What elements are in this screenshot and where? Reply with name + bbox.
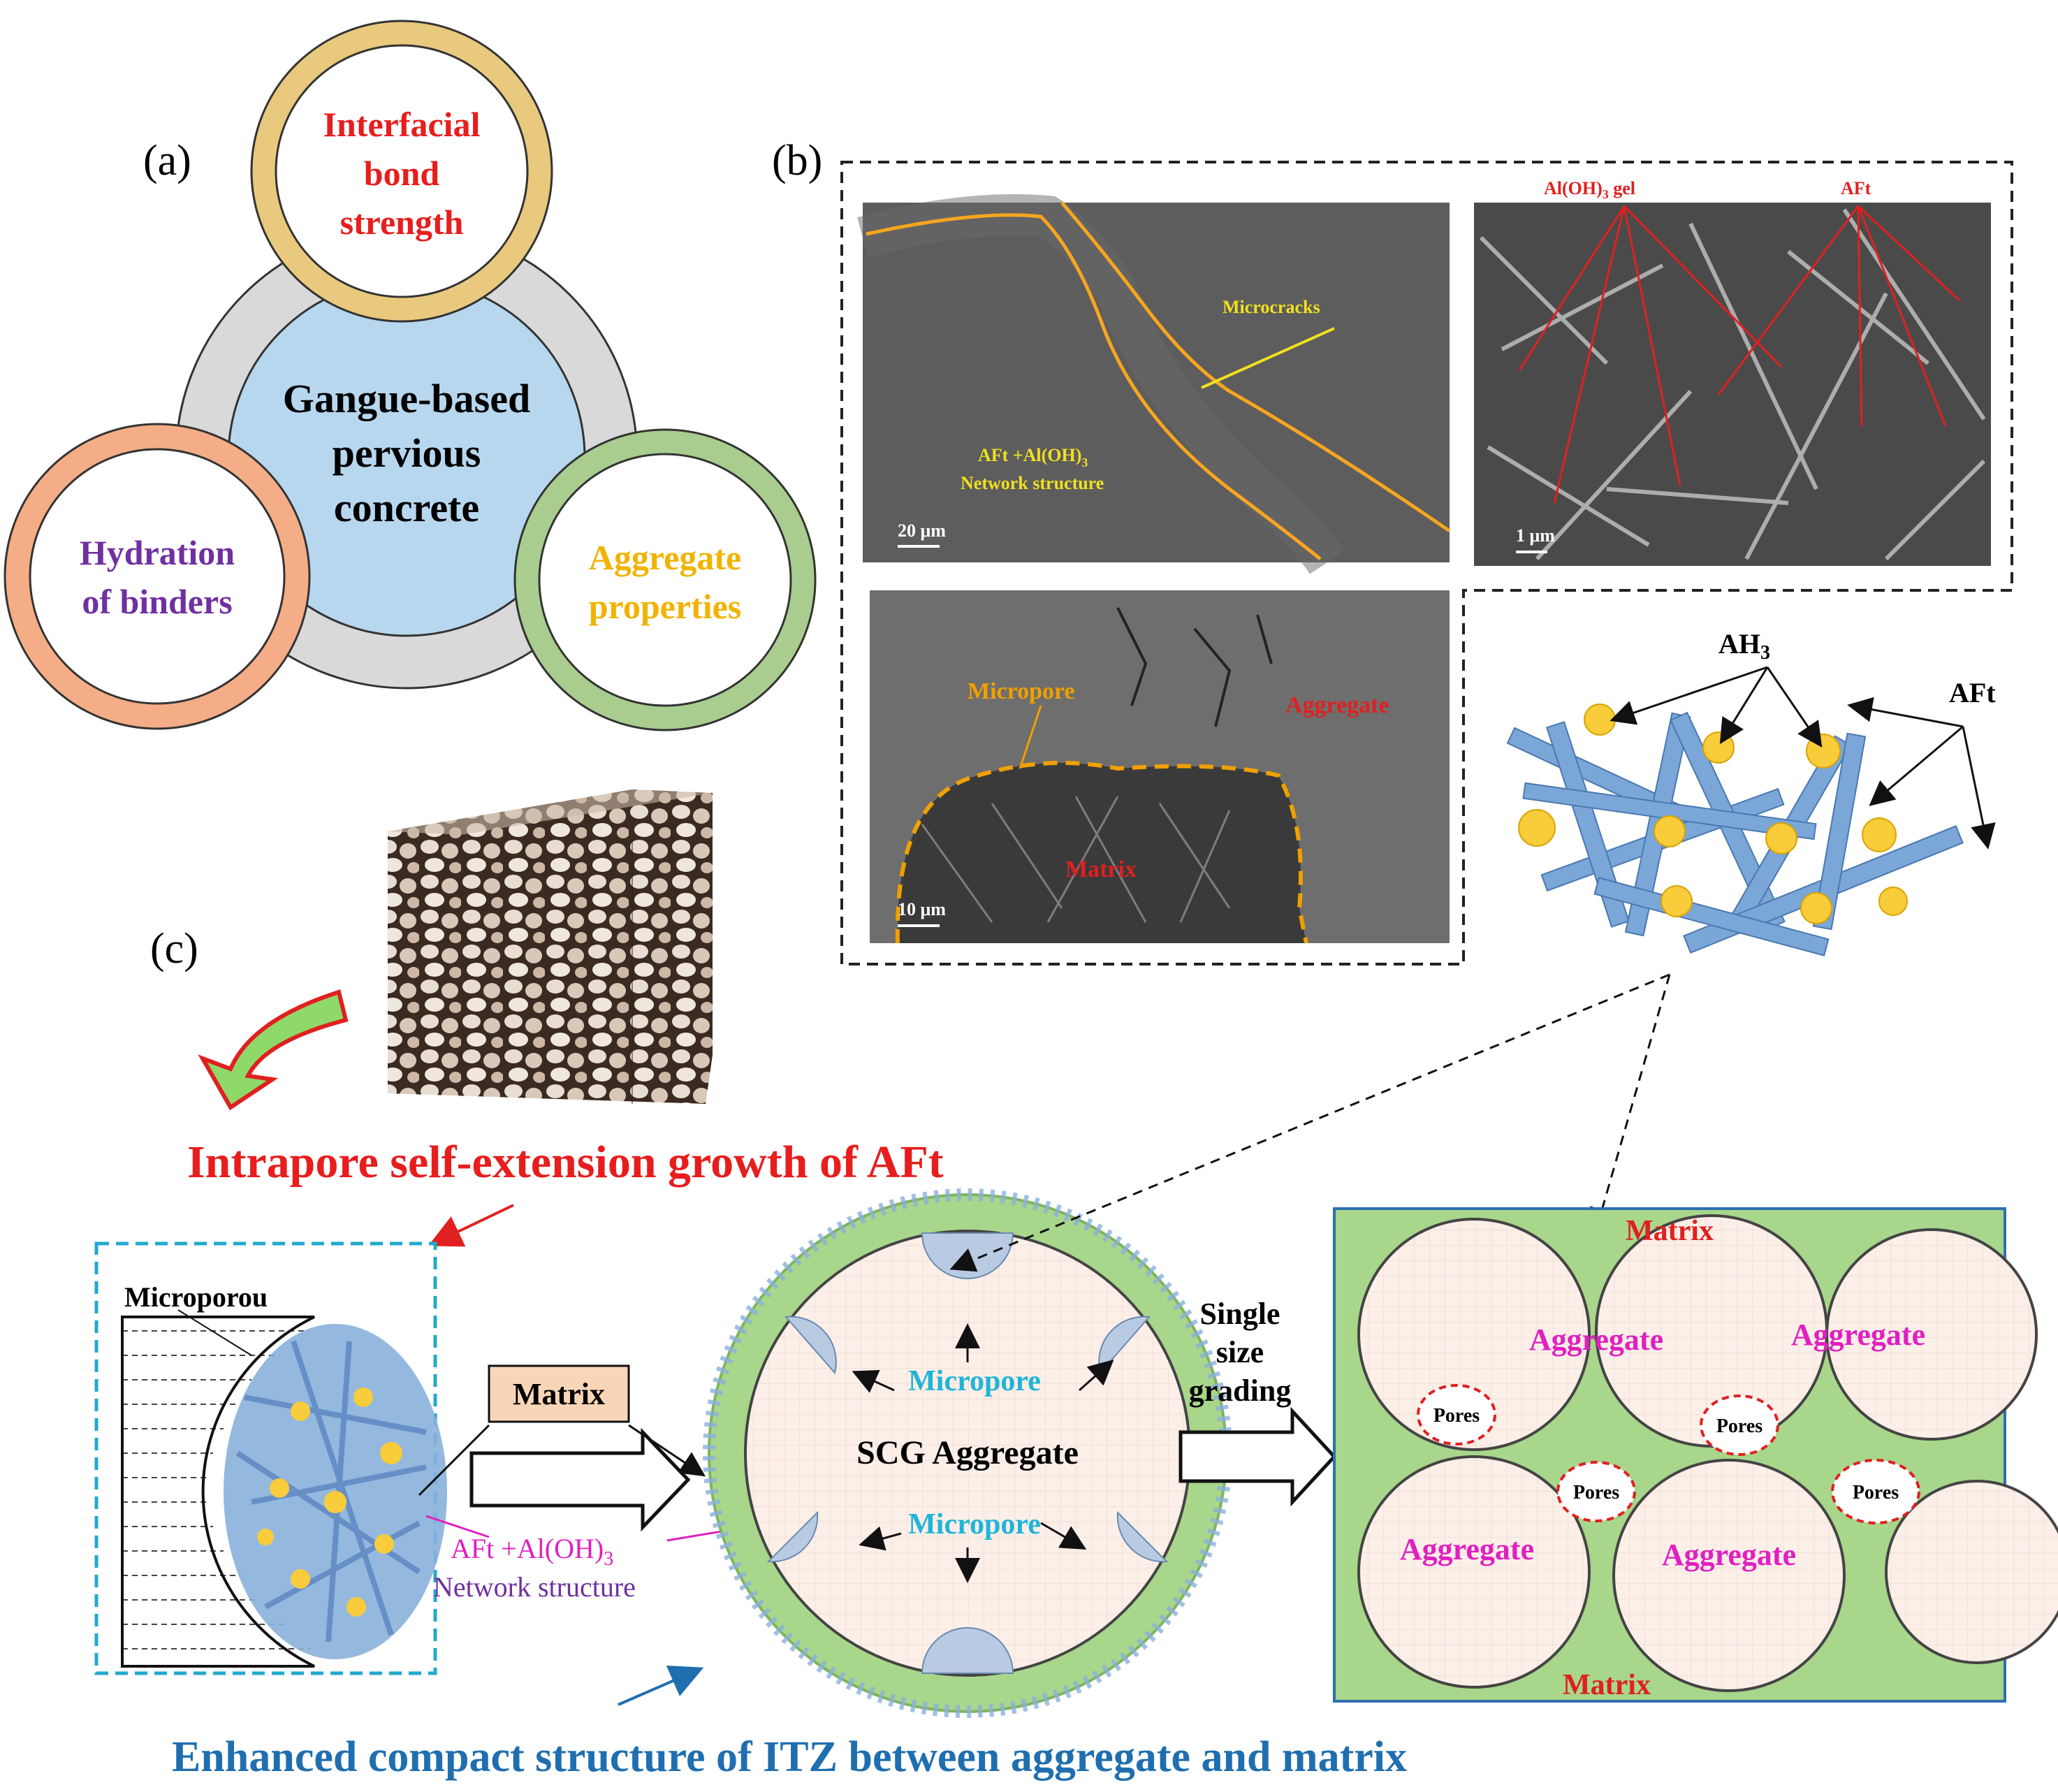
panel-b-dashed-frame bbox=[840, 161, 2013, 966]
sem3-scale: 10 μm bbox=[898, 899, 946, 919]
center-text-1: Gangue-based bbox=[283, 376, 531, 421]
grading-1: Single bbox=[1200, 1297, 1280, 1331]
microporous-box: Microporou bbox=[94, 1241, 447, 1675]
pores-1: Pores bbox=[1433, 1405, 1480, 1427]
scg-label: SCG Aggregate bbox=[856, 1434, 1079, 1471]
left-text-2: of binders bbox=[82, 582, 232, 621]
sem2-gel: Al(OH)3 gel bbox=[1544, 178, 1635, 201]
concrete-cube bbox=[388, 789, 713, 1104]
top-text-1: Interfacial bbox=[323, 105, 481, 144]
title-red: Intrapore self-extension growth of AFt bbox=[187, 1137, 944, 1188]
schematic-aft: AFt bbox=[1949, 677, 1996, 708]
right-text-1: Aggregate bbox=[589, 538, 741, 577]
sem-image-1: Microcracks AFt +Al(OH)3 Network structu… bbox=[857, 194, 1451, 574]
top-text-3: strength bbox=[340, 203, 464, 242]
sem3-matrix: Matrix bbox=[1065, 857, 1137, 882]
aggregate-grid: Matrix Matrix Aggregate Aggregate Aggreg… bbox=[1333, 1207, 2058, 1703]
c-network-2: Network structure bbox=[433, 1571, 636, 1603]
outline-arrow-2 bbox=[1178, 1406, 1337, 1507]
c-network-1: AFt +Al(OH)3 bbox=[451, 1533, 613, 1570]
scg-aggregate: Micropore SCG Aggregate Micropore bbox=[703, 1188, 1232, 1718]
grid-matrix-top: Matrix bbox=[1626, 1215, 1714, 1247]
sem2-scale: 1 μm bbox=[1516, 525, 1555, 546]
right-inner bbox=[538, 453, 792, 707]
sem3-aggregate: Aggregate bbox=[1285, 692, 1389, 718]
pores-3: Pores bbox=[1573, 1482, 1619, 1503]
top-text-2: bond bbox=[364, 154, 440, 193]
microporous-label: Microporou bbox=[124, 1281, 268, 1313]
sem1-scale: 20 μm bbox=[898, 520, 946, 541]
sem1-network-1: AFt +Al(OH)3 bbox=[978, 445, 1088, 469]
title-blue: Enhanced compact structure of ITZ betwee… bbox=[172, 1733, 1407, 1781]
right-text-2: properties bbox=[589, 587, 741, 626]
grid-matrix-bottom: Matrix bbox=[1563, 1669, 1651, 1701]
grid-aggregate-4: Aggregate bbox=[1662, 1538, 1796, 1572]
top-inner bbox=[275, 44, 529, 298]
curved-arrow bbox=[198, 989, 349, 1111]
panel-a: (a) Gangue-based pervious concrete Inter… bbox=[3, 20, 817, 731]
grading-2: size bbox=[1216, 1335, 1264, 1369]
micropore-top: Micropore bbox=[908, 1365, 1041, 1397]
panel-c-label: (c) bbox=[150, 925, 198, 973]
left-inner bbox=[29, 448, 286, 705]
matrix-box-label: Matrix bbox=[513, 1377, 605, 1411]
grid-aggregate-2: Aggregate bbox=[1791, 1318, 1925, 1352]
sem1-network-2: Network structure bbox=[961, 473, 1104, 493]
sem-image-3: Micropore Aggregate Matrix 10 μm bbox=[870, 590, 1450, 944]
schematic-ah3: AH3 bbox=[1718, 628, 1770, 664]
micropore-bottom: Micropore bbox=[908, 1508, 1041, 1540]
panel-a-label: (a) bbox=[143, 137, 191, 184]
sem1-microcracks: Microcracks bbox=[1223, 297, 1320, 317]
panel-c: (c) Intrapore self-extension growth of A… bbox=[94, 789, 2058, 1781]
pores-2: Pores bbox=[1716, 1415, 1763, 1437]
panel-b: (b) Microcracks AFt +Al(OH)3 Network str… bbox=[772, 137, 2013, 966]
sem2-aft: AFt bbox=[1841, 178, 1871, 198]
sem-image-2: Al(OH)3 gel AFt 1 μm bbox=[1474, 178, 1991, 566]
aft-ah3-schematic: AH3 AFt bbox=[1506, 628, 1996, 956]
panel-b-label: (b) bbox=[772, 137, 822, 184]
center-text-2: pervious bbox=[333, 430, 481, 476]
grid-aggregate-1: Aggregate bbox=[1529, 1323, 1663, 1357]
pores-4: Pores bbox=[1853, 1482, 1899, 1503]
left-text-1: Hydration bbox=[80, 533, 235, 572]
grid-aggregate-3: Aggregate bbox=[1400, 1532, 1534, 1566]
grading-3: grading bbox=[1189, 1374, 1292, 1408]
center-text-3: concrete bbox=[334, 485, 479, 530]
sem3-micropore: Micropore bbox=[968, 678, 1075, 704]
outline-arrow-1 bbox=[469, 1427, 691, 1532]
